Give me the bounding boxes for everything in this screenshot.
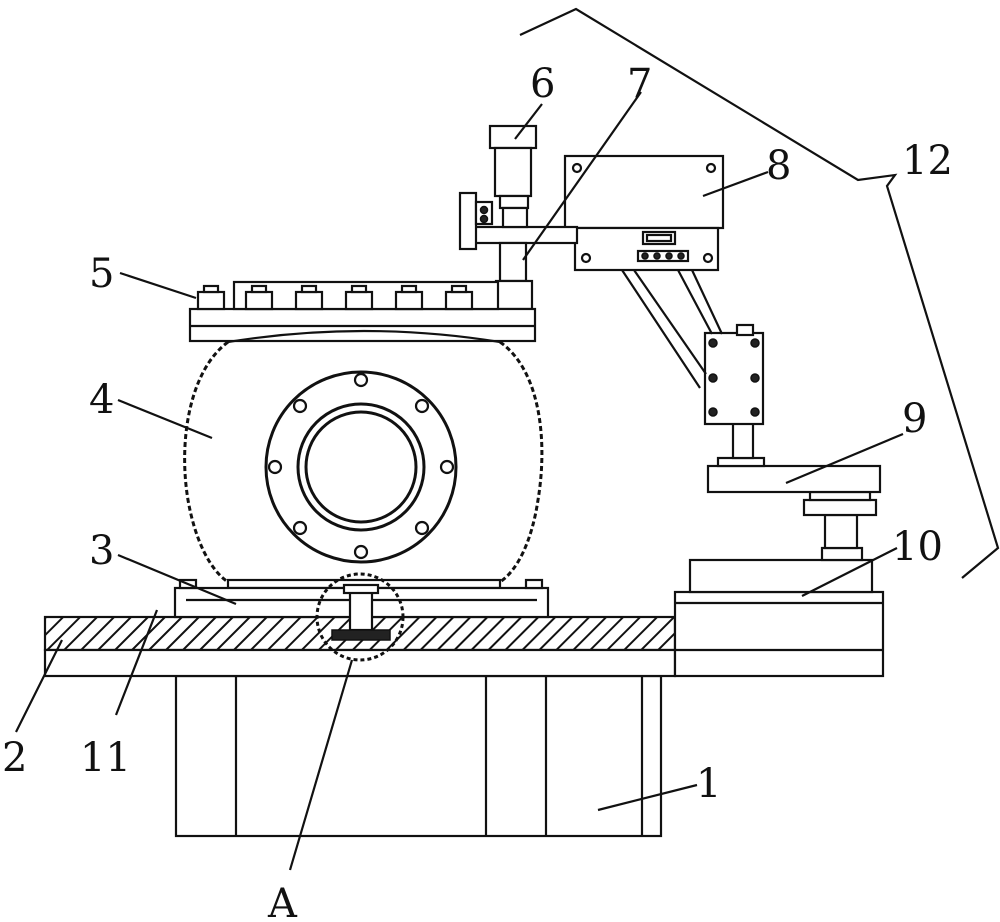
link-arms	[621, 269, 723, 389]
part-labels: 5 4 3 2 11 A 1 10 9 8 7 6 12	[2, 61, 953, 922]
label-1: 1	[696, 761, 721, 807]
control-box	[563, 154, 725, 272]
label-11: 11	[80, 735, 131, 781]
label-A: A	[267, 881, 298, 922]
lower-slide-block	[688, 546, 874, 594]
side-base-plate	[673, 590, 885, 678]
label-2: 2	[2, 735, 27, 781]
label-6: 6	[530, 61, 555, 107]
label-10: 10	[892, 524, 943, 570]
label-9: 9	[902, 396, 927, 442]
vertical-slide	[703, 323, 765, 460]
boundary-line	[519, 7, 1000, 579]
base-cabinet	[174, 674, 663, 838]
flange-bolt-holes	[267, 372, 455, 560]
clamp-plate	[188, 280, 537, 343]
label-5: 5	[89, 251, 114, 297]
support-column	[802, 490, 878, 550]
valve-body	[183, 329, 544, 590]
label-7: 7	[627, 61, 652, 107]
label-4: 4	[89, 377, 114, 423]
detail-a	[315, 572, 405, 662]
swing-arm	[706, 456, 882, 494]
label-3: 3	[89, 528, 114, 574]
label-8: 8	[766, 143, 791, 189]
leader-lines	[15, 91, 904, 871]
label-12: 12	[902, 138, 953, 184]
bracket	[458, 191, 579, 251]
clamp-bolts	[196, 284, 474, 311]
